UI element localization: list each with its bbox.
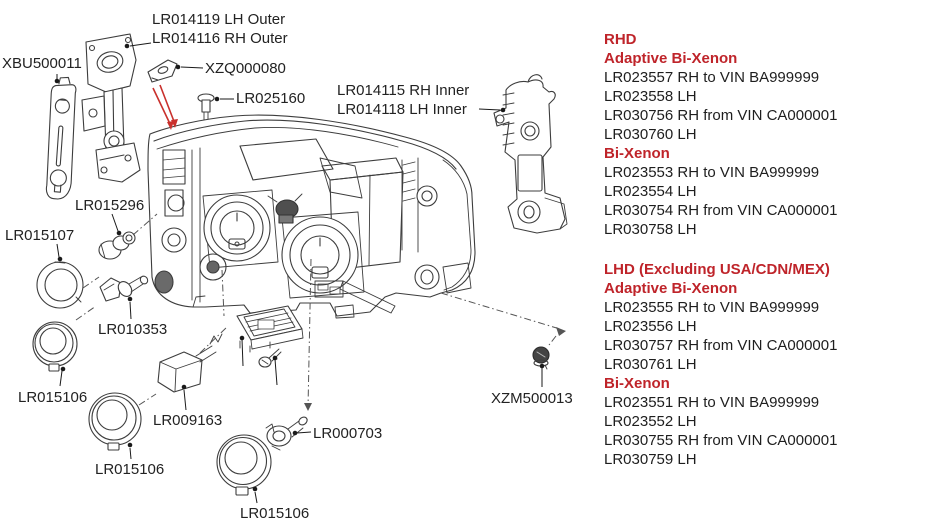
panel-section-rhd: RHD Adaptive Bi-Xenon LR023557 RH to VIN… — [604, 30, 929, 239]
lhd-heading: LHD (Excluding USA/CDN/MEX) — [604, 261, 830, 278]
part-number-line: LR030760 LH — [604, 126, 697, 143]
part-number-line: LR030754 RH from VIN CA000001 — [604, 202, 838, 219]
part-label-lr015106-top: LR015106 — [18, 389, 88, 406]
part-label-lr000703: LR000703 — [313, 425, 383, 442]
seal-ring-top-drawing — [32, 321, 78, 372]
part-number-line: LR030755 RH from VIN CA000001 — [604, 432, 838, 449]
part-number-line: LR030758 LH — [604, 221, 697, 238]
screw-drawing — [532, 346, 550, 370]
igniter-drawing — [157, 333, 223, 393]
part-number-line: LR030759 LH — [604, 451, 697, 468]
strip-bracket-drawing — [45, 76, 77, 200]
part-label-lr014119: LR014119 LH Outer — [152, 11, 286, 28]
part-label-lr014116: LR014116 RH Outer — [152, 30, 288, 47]
lhd-bixenon-heading: Bi-Xenon — [604, 375, 670, 392]
clip-position-indicator-arrowheads — [167, 119, 178, 130]
part-label-lr010353: LR010353 — [98, 321, 168, 338]
seal-ring-mid-drawing — [88, 392, 142, 451]
part-label-lr009163: LR009163 — [153, 412, 223, 429]
part-label-xzm500013: XZM500013 — [491, 390, 573, 407]
callout-leader-dots — [54, 43, 545, 492]
rhd-adaptive-heading: Adaptive Bi-Xenon — [604, 50, 738, 67]
part-number-line: LR030761 LH — [604, 356, 697, 373]
part-label-lr015296: LR015296 — [75, 197, 145, 214]
part-number-line: LR023554 LH — [604, 183, 697, 200]
part-number-line: LR023557 RH to VIN BA999999 — [604, 69, 820, 86]
part-label-lr014115: LR014115 RH Inner — [337, 82, 470, 99]
seal-ring-bottom-drawing — [216, 434, 272, 496]
part-number-line: LR030756 RH from VIN CA000001 — [604, 107, 838, 124]
sidelamp-socket-drawing — [98, 231, 136, 260]
part-number-panel: RHD Adaptive Bi-Xenon LR023557 RH to VIN… — [604, 30, 929, 469]
bulb-lr000703-drawing — [265, 416, 308, 451]
headlamp-body-drawing — [147, 114, 476, 319]
clip-position-indicator-lines — [152, 84, 176, 127]
part-number-line: LR023556 LH — [604, 318, 697, 335]
bracket-outer-drawing — [81, 33, 141, 183]
part-label-outer-bracket: LR014119 LH Outer LR014116 RH Outer — [152, 10, 288, 48]
part-label-xzq000080: XZQ000080 — [205, 60, 286, 77]
lhd-adaptive-heading: Adaptive Bi-Xenon — [604, 280, 738, 297]
part-label-lr015106-mid: LR015106 — [95, 461, 165, 478]
part-label-lr015107: LR015107 — [5, 227, 75, 244]
assembly-axis-arrows — [304, 327, 566, 411]
part-label-inner-bracket: LR014115 RH Inner LR014118 LH Inner — [337, 81, 469, 119]
bracket-inner-drawing — [493, 74, 568, 234]
part-number-line: LR023553 RH to VIN BA999999 — [604, 164, 820, 181]
trim-ring-drawing — [36, 261, 84, 309]
part-number-line: LR023552 LH — [604, 413, 697, 430]
callout-leader-lines — [56, 42, 543, 504]
part-number-line: LR023558 LH — [604, 88, 697, 105]
part-number-line: LR030757 RH from VIN CA000001 — [604, 337, 838, 354]
assembly-axis-lines — [75, 213, 561, 409]
part-number-line: LR023555 RH to VIN BA999999 — [604, 299, 820, 316]
rhd-bixenon-heading: Bi-Xenon — [604, 145, 670, 162]
part-number-line: LR023551 RH to VIN BA999999 — [604, 394, 820, 411]
part-label-lr025160: LR025160 — [236, 90, 306, 107]
panel-section-lhd: LHD (Excluding USA/CDN/MEX) Adaptive Bi-… — [604, 260, 929, 469]
ballast-module-drawing — [236, 305, 304, 368]
part-label-lr015106-bottom: LR015106 — [240, 505, 310, 522]
clip-drawing — [147, 59, 178, 83]
part-label-lr014118: LR014118 LH Inner — [337, 101, 467, 118]
rhd-heading: RHD — [604, 31, 637, 48]
part-label-xbu500011: XBU500011 — [2, 55, 82, 72]
bulb-lr010353-drawing — [99, 275, 149, 302]
